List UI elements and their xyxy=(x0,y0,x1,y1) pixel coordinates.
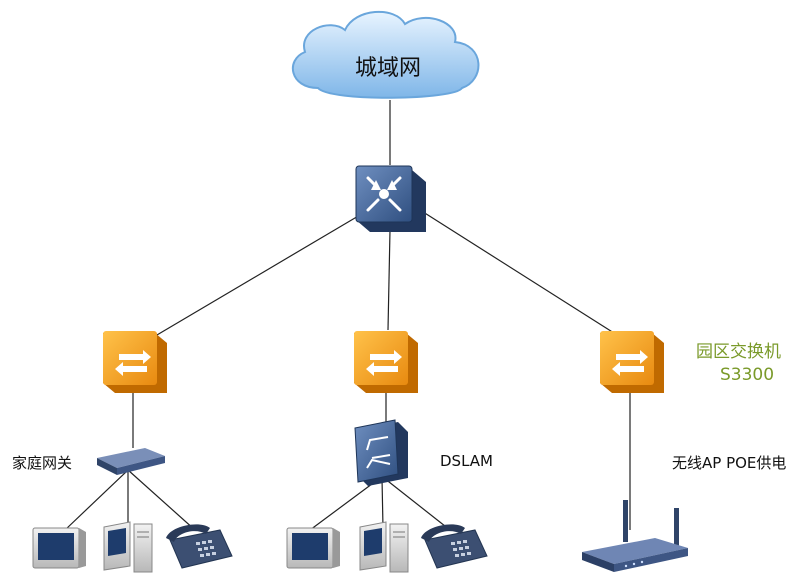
dslam-icon xyxy=(354,419,408,486)
pc-icon-middle xyxy=(359,521,409,573)
home-gateway-label: 家庭网关 xyxy=(12,454,73,472)
campus-switch-model: S3300 xyxy=(720,365,775,385)
pc-icon-left xyxy=(103,521,153,573)
link-gw-monitor xyxy=(64,469,129,531)
link-core-right xyxy=(419,209,626,341)
cloud-icon xyxy=(291,11,480,99)
phone-icon-left xyxy=(166,524,233,569)
dslam-label: DSLAM xyxy=(440,452,493,470)
access-switch-icon-middle xyxy=(354,331,418,393)
access-switch-icon-right xyxy=(600,331,664,393)
home-gateway-icon xyxy=(97,448,165,475)
monitor-icon-left xyxy=(32,527,86,569)
link-core-middle xyxy=(387,229,391,331)
access-switch-icon-left xyxy=(103,331,167,393)
wireless-router-icon xyxy=(582,500,688,572)
link-dslam-phone xyxy=(383,477,451,531)
monitor-icon-middle xyxy=(286,527,340,569)
wireless-ap-label: 无线AP POE供电 xyxy=(672,454,787,472)
links xyxy=(64,100,631,531)
cloud-label: 城域网 xyxy=(354,56,421,81)
link-dslam-pc xyxy=(381,477,384,529)
campus-switch-label: 园区交换机 xyxy=(696,342,781,362)
link-core-left xyxy=(139,214,361,346)
link-gw-phone xyxy=(127,469,196,531)
core-switch-icon xyxy=(355,165,426,232)
link-dslam-monitor xyxy=(309,477,381,531)
phone-icon-middle xyxy=(421,524,488,569)
